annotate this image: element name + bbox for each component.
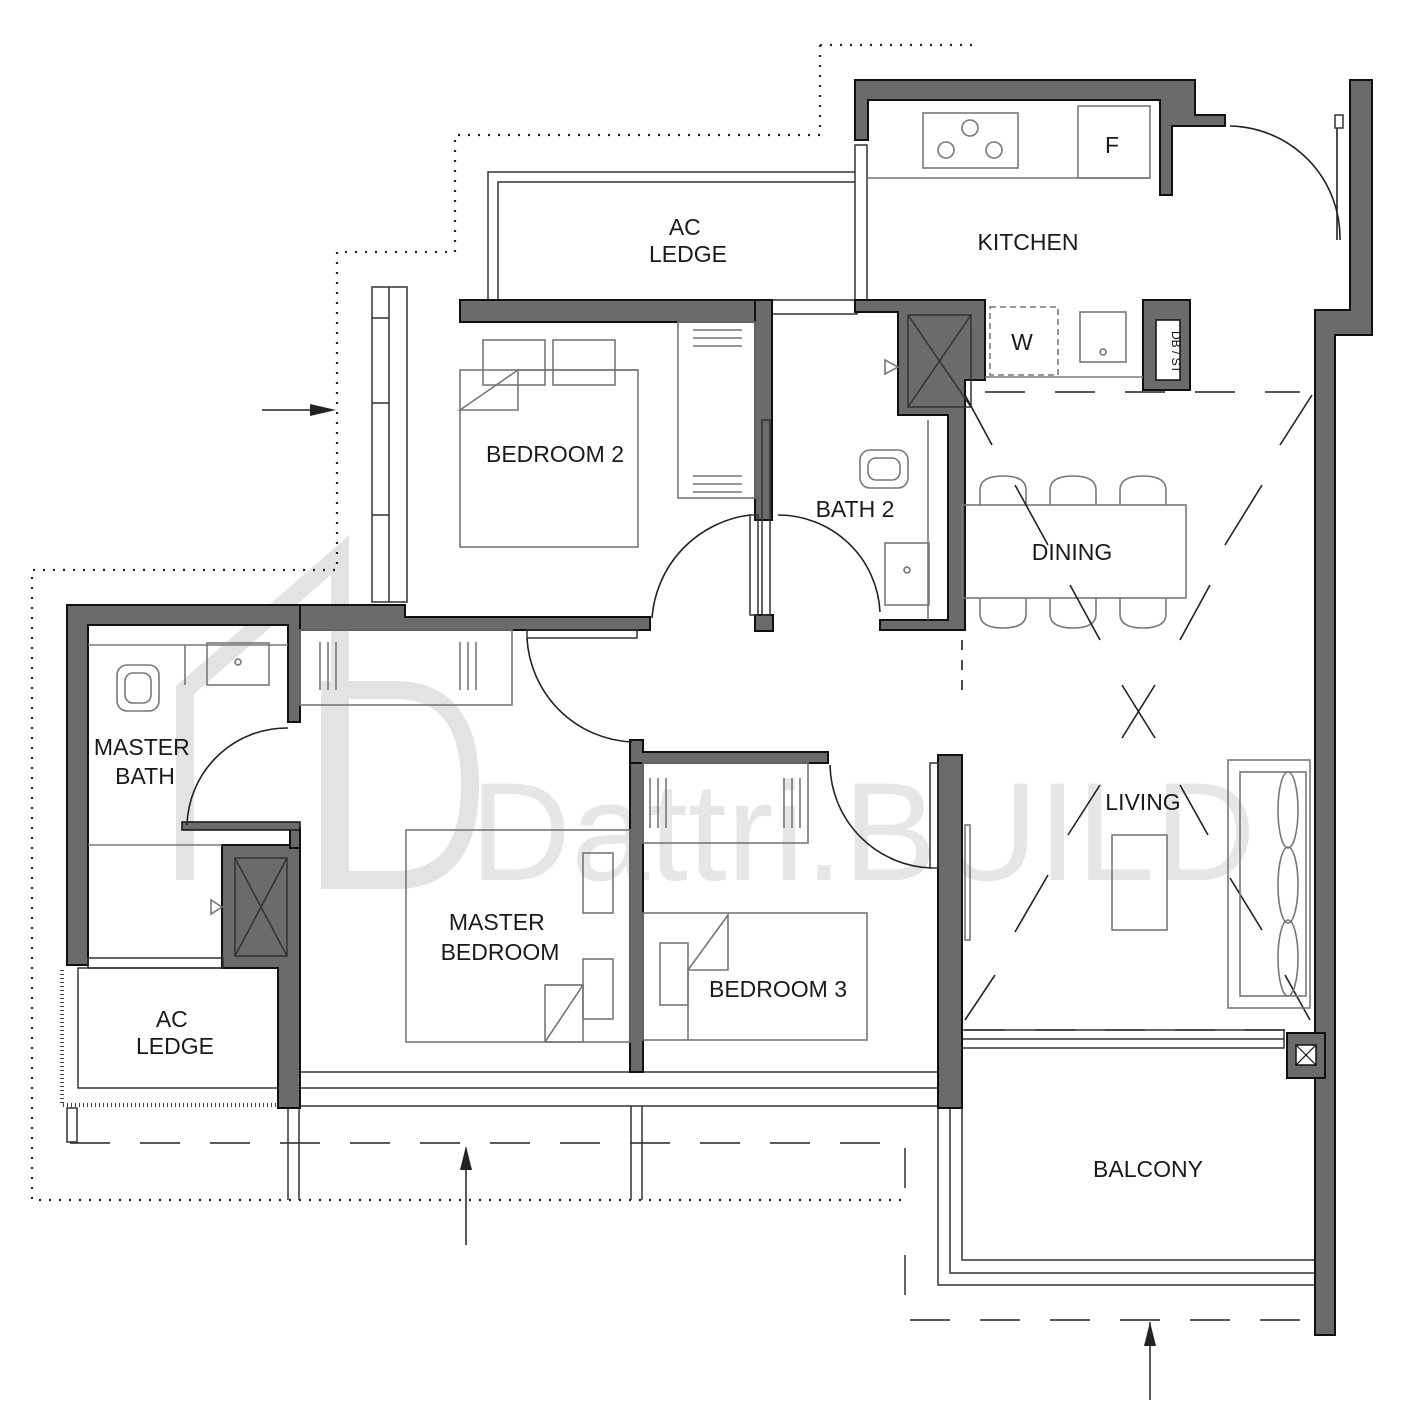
label-living: LIVING — [1105, 789, 1180, 815]
label-ac-ledge-bottom-line1: AC — [156, 1006, 188, 1032]
living-sliding-door[interactable] — [961, 1029, 1285, 1049]
label-dining: DINING — [1032, 539, 1113, 565]
arrows — [262, 404, 1156, 1400]
bath2-door[interactable] — [761, 419, 881, 616]
master-bath-fixtures — [87, 642, 288, 969]
label-master-bedroom-line2: BEDROOM — [441, 939, 560, 965]
master-bed — [405, 829, 631, 1043]
label-bedroom3: BEDROOM 3 — [709, 976, 847, 1002]
label-balcony: BALCONY — [1093, 1156, 1203, 1182]
kitchen-counter: F W DB / ST — [868, 105, 1183, 378]
master-bath-door[interactable] — [186, 727, 289, 826]
dashed-line-bottom — [70, 1142, 906, 1200]
living-furniture — [964, 759, 1311, 1009]
label-ac-ledge-top-line2: LEDGE — [649, 241, 727, 267]
dashed-line-balcony — [904, 1255, 1310, 1321]
bedroom2-planter — [371, 286, 408, 603]
db-st-label: DB / ST — [1169, 331, 1183, 374]
label-ac-ledge-bottom-line2: LEDGE — [136, 1033, 214, 1059]
watermark: Dattri.BUILD — [176, 535, 1256, 910]
balcony-outline — [937, 1108, 1315, 1286]
label-master-bath-line1: MASTER — [94, 734, 190, 760]
bedroom3-door[interactable] — [829, 762, 939, 869]
washer-label: W — [1011, 329, 1033, 355]
bedroom3-wardrobe — [642, 762, 809, 844]
bedroom2-door[interactable] — [651, 514, 759, 619]
label-ac-ledge-top-line1: AC — [669, 214, 701, 240]
label-master-bedroom-line1: MASTER — [449, 909, 545, 935]
bedroom-windows — [287, 1071, 939, 1200]
boundary-line — [30, 43, 980, 1202]
master-wardrobe — [299, 629, 513, 706]
master-bedroom-door[interactable] — [526, 629, 638, 743]
bedroom2-bed — [457, 339, 639, 548]
label-bedroom2: BEDROOM 2 — [486, 441, 624, 467]
room-labels: AC LEDGE KITCHEN BEDROOM 2 BATH 2 DINING… — [94, 214, 1203, 1182]
void-marks — [961, 394, 1313, 1021]
label-bath2: BATH 2 — [816, 496, 895, 522]
label-master-bath: MASTER BATH — [94, 734, 196, 789]
label-kitchen: KITCHEN — [978, 229, 1079, 255]
label-ac-ledge-bottom: AC LEDGE — [136, 1006, 214, 1059]
main-entrance-door[interactable] — [1229, 114, 1344, 241]
ac-ledge-top-outline — [487, 171, 855, 300]
dining-table — [961, 475, 1187, 629]
walls — [66, 79, 1373, 1336]
bedroom3-bed — [642, 912, 868, 1041]
bath2-shower — [907, 314, 972, 408]
fridge-label: F — [1105, 132, 1119, 158]
kitchen-window — [771, 144, 868, 315]
label-ac-ledge-top: AC LEDGE — [649, 214, 727, 267]
bedroom2-wardrobe — [677, 321, 756, 499]
bath2-fixtures — [859, 358, 930, 620]
label-master-bedroom: MASTER BEDROOM — [441, 909, 560, 965]
watermark-text: Dattri.BUILD — [470, 753, 1256, 910]
master-bath-shower — [234, 857, 288, 957]
label-master-bath-line2: BATH — [115, 763, 175, 789]
